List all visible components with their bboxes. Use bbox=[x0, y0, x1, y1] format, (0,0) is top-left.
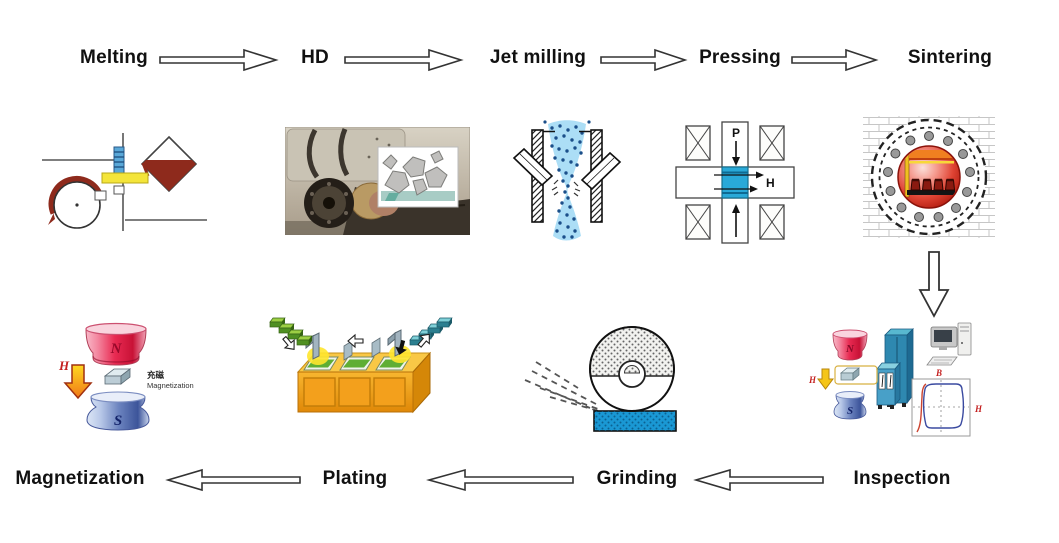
hd-illustration bbox=[285, 127, 470, 235]
pressing-field-label: H bbox=[766, 176, 775, 190]
grinding-step-label: Grinding bbox=[596, 468, 678, 489]
jet-milling-step-label: Jet milling bbox=[489, 47, 587, 68]
melting-step-label: Melting bbox=[80, 47, 148, 68]
flow-arrow-right-icon bbox=[344, 48, 464, 72]
hd-step-label: HD bbox=[301, 47, 329, 68]
grinding-illustration bbox=[524, 326, 677, 432]
magnetization-south-label: S bbox=[114, 413, 122, 429]
magnetization-caption-zh: 充磁 bbox=[147, 370, 165, 380]
pressing-illustration: P H bbox=[675, 121, 795, 244]
sintering-step-label: Sintering bbox=[907, 47, 993, 68]
flow-arrow-down-icon bbox=[918, 251, 950, 318]
flow-arrow-right-icon bbox=[600, 48, 688, 72]
pressing-pressure-label: P bbox=[732, 126, 740, 140]
magnetization-field-label: H bbox=[58, 358, 70, 373]
magnetization-caption-en: Magnetization bbox=[147, 381, 194, 390]
flow-arrow-right-icon bbox=[791, 48, 879, 72]
melting-illustration bbox=[42, 133, 207, 231]
plating-step-label: Plating bbox=[322, 468, 388, 489]
magnetization-north-label: N bbox=[110, 341, 123, 357]
flow-arrow-left-icon bbox=[165, 468, 301, 492]
inspection-h-axis-label: H bbox=[974, 404, 983, 414]
sintering-illustration bbox=[863, 116, 995, 238]
inspection-step-label: Inspection bbox=[853, 468, 951, 489]
magnetization-step-label: Magnetization bbox=[15, 468, 145, 489]
inspection-b-axis-label: B bbox=[935, 368, 942, 378]
flow-arrow-left-icon bbox=[693, 468, 824, 492]
inspection-south-label: S bbox=[847, 405, 853, 417]
inspection-north-label: N bbox=[845, 343, 855, 355]
flow-arrow-right-icon bbox=[159, 48, 279, 72]
plating-illustration bbox=[269, 317, 453, 414]
inspection-field-label: H bbox=[808, 375, 817, 385]
jet-milling-illustration bbox=[512, 120, 622, 241]
pressing-step-label: Pressing bbox=[699, 47, 781, 68]
inspection-illustration: N S H B H bbox=[808, 322, 983, 437]
flow-arrow-left-icon bbox=[426, 468, 574, 492]
magnetization-illustration: H N 充磁 Magnetization S bbox=[58, 322, 194, 431]
